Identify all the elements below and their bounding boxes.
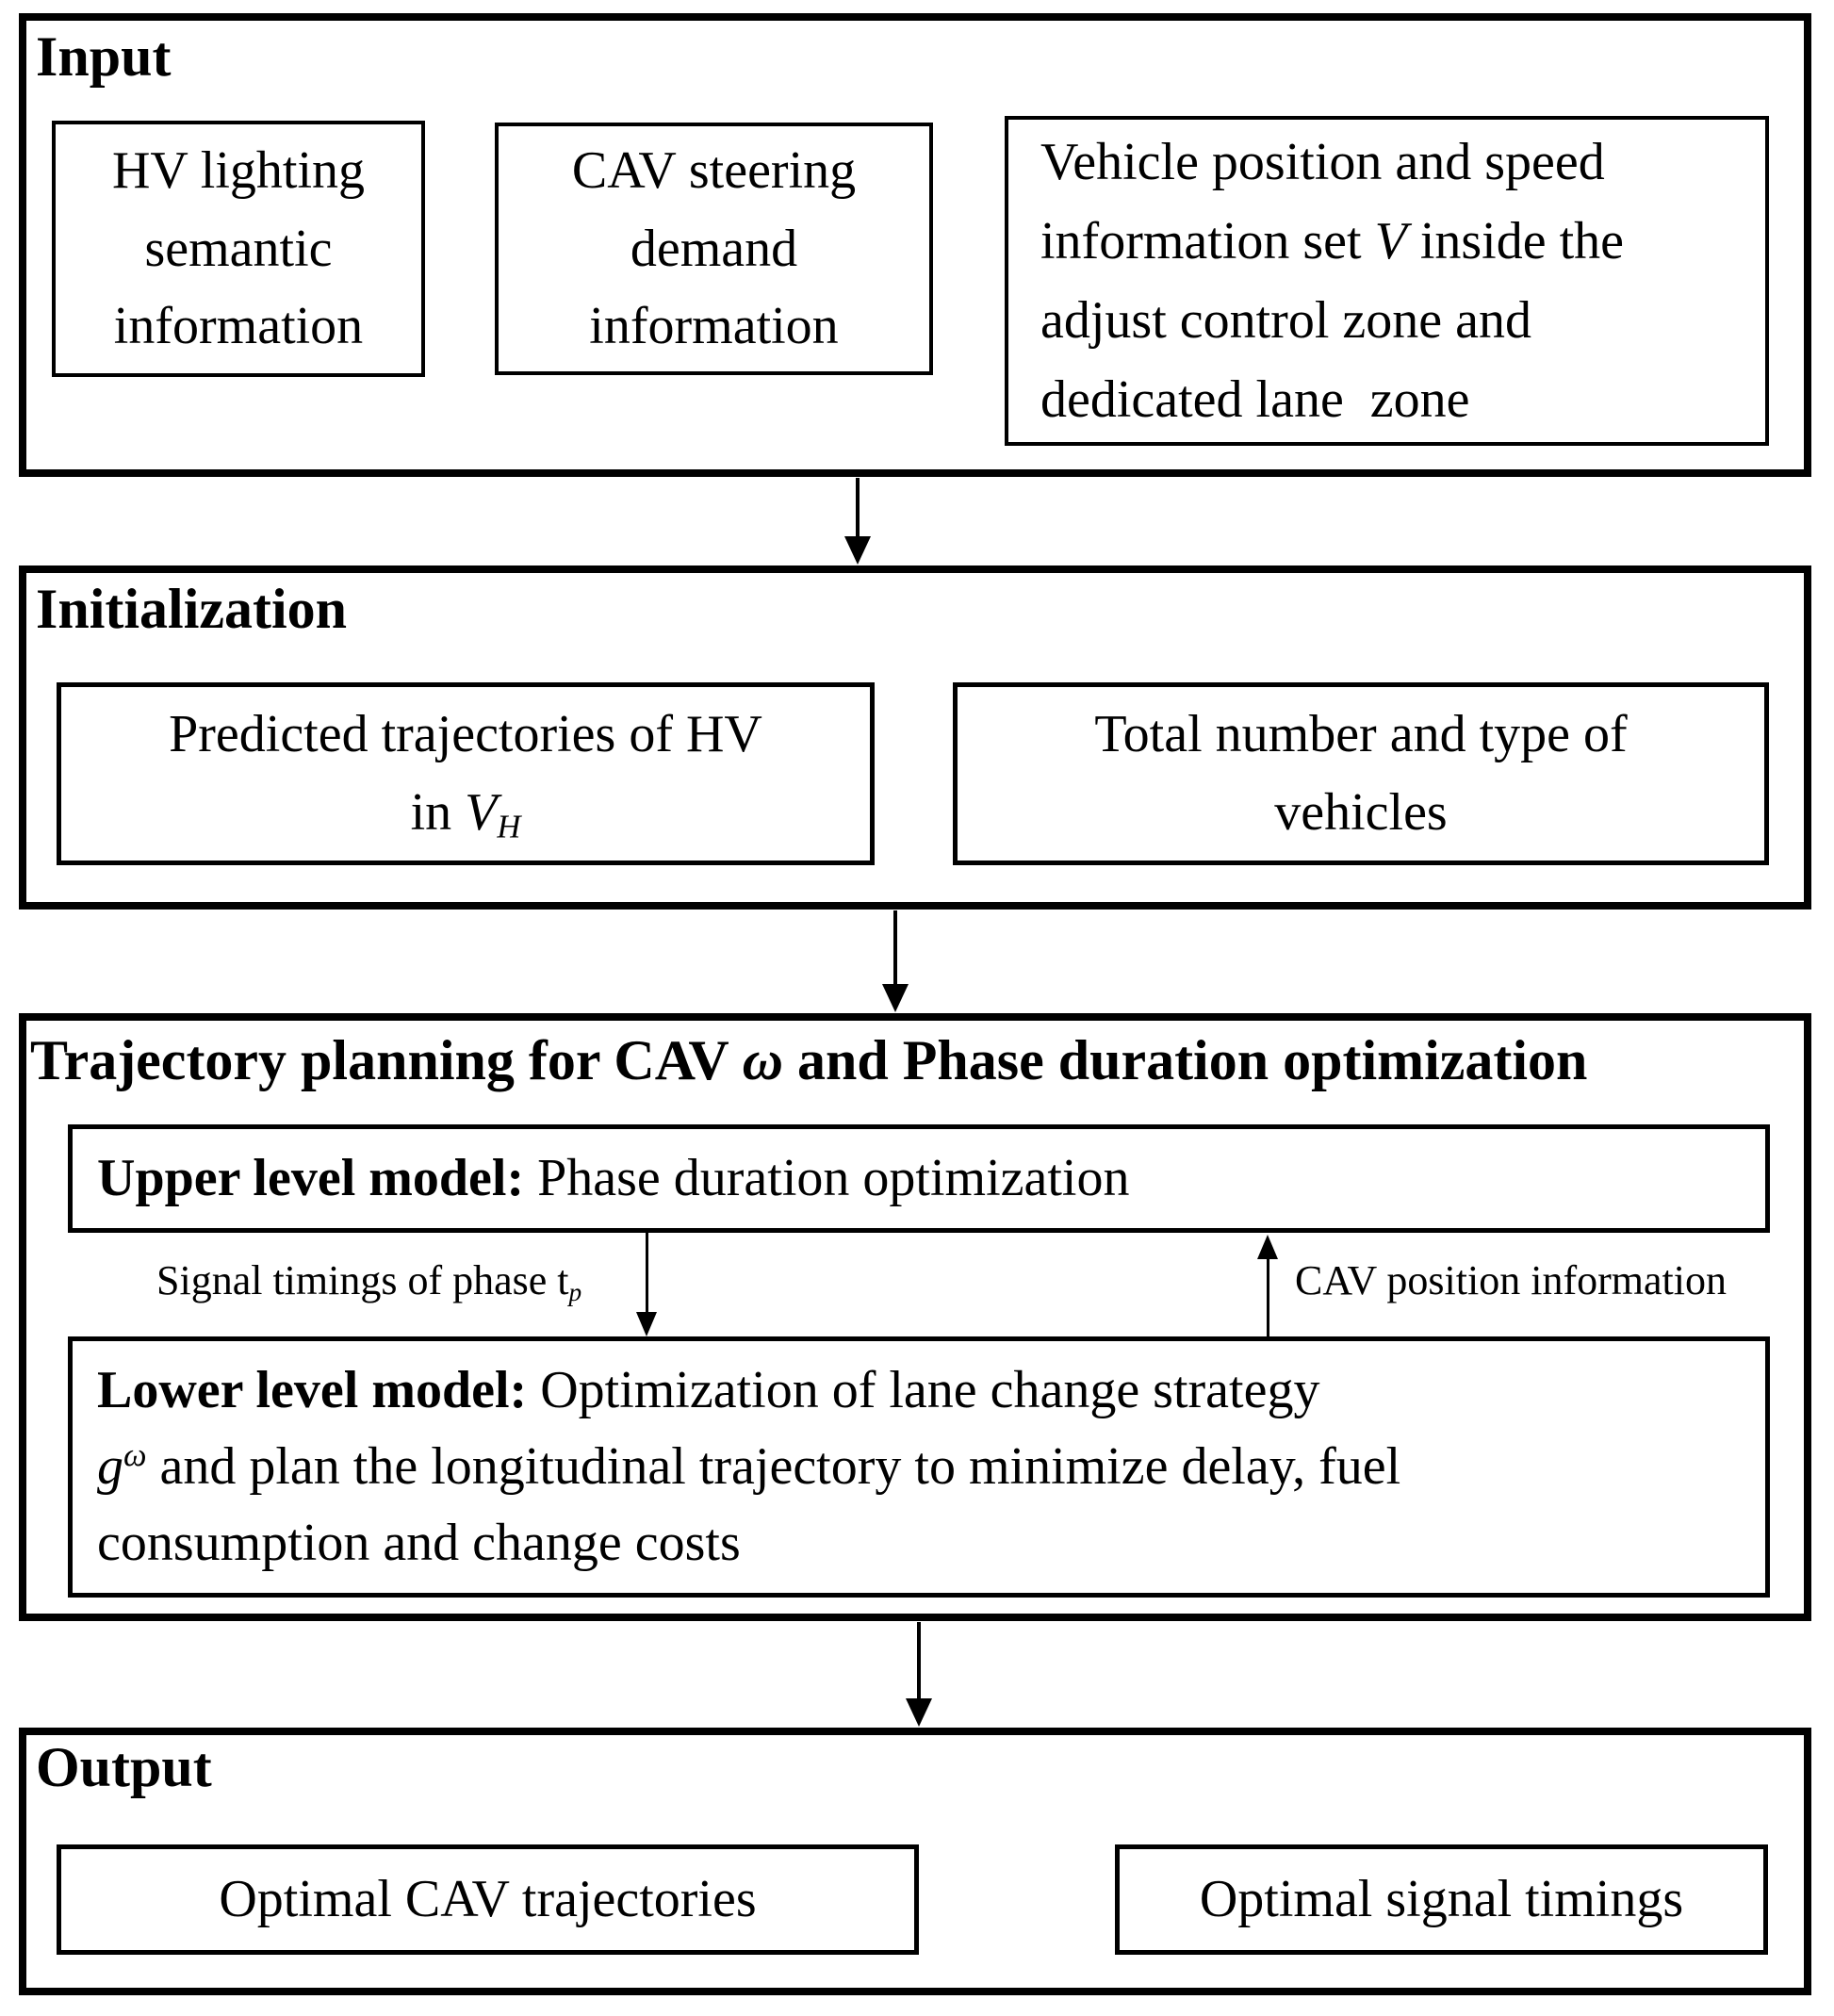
optimal-cav-trajectories-box: Optimal CAV trajectories bbox=[57, 1844, 919, 1955]
arrow-head-down-icon bbox=[882, 984, 909, 1012]
lower-level-model-box: Lower level model: Optimization of lane … bbox=[68, 1336, 1770, 1598]
trajectory-planning-title: Trajectory planning for CAV ω and Phase … bbox=[30, 1029, 1588, 1091]
arrow-stem bbox=[856, 478, 860, 536]
arrow-head-down-icon bbox=[844, 536, 871, 565]
trajectory-planning-section: Trajectory planning for CAV ω and Phase … bbox=[19, 1013, 1811, 1621]
lower-to-upper-arrow-icon bbox=[1256, 1235, 1279, 1336]
optimal-signal-timings-text: Optimal signal timings bbox=[1199, 1870, 1684, 1929]
output-section: Output Optimal CAV trajectories Optimal … bbox=[19, 1728, 1811, 1995]
input-title: Input bbox=[36, 25, 172, 88]
upper-to-lower-arrow-icon bbox=[635, 1233, 658, 1336]
optimal-cav-trajectories-text: Optimal CAV trajectories bbox=[219, 1870, 757, 1929]
arrow-stem bbox=[1266, 1259, 1269, 1336]
upper-level-model-box: Upper level model: Phase duration optimi… bbox=[68, 1124, 1770, 1233]
output-title: Output bbox=[36, 1736, 212, 1798]
arrow-stem bbox=[893, 910, 897, 984]
cav-position-label: CAV position information bbox=[1295, 1257, 1727, 1303]
upper-level-model-text: Upper level model: Phase duration optimi… bbox=[97, 1149, 1130, 1208]
arrow-head-down-icon bbox=[906, 1698, 932, 1727]
arrow-stem bbox=[645, 1233, 648, 1312]
trajectory-to-output-arrow-icon bbox=[906, 1622, 932, 1727]
optimal-signal-timings-box: Optimal signal timings bbox=[1115, 1844, 1768, 1955]
initialization-to-trajectory-arrow-icon bbox=[882, 910, 909, 1012]
arrow-head-up-icon bbox=[1257, 1235, 1278, 1259]
lower-level-model-text: Lower level model: Optimization of lane … bbox=[97, 1360, 1401, 1573]
arrow-stem bbox=[917, 1622, 921, 1698]
arrow-head-down-icon bbox=[636, 1312, 657, 1336]
signal-timings-label: Signal timings of phase tp bbox=[156, 1257, 582, 1306]
initialization-section: Initialization Predicted trajectories of… bbox=[19, 565, 1811, 910]
input-to-initialization-arrow-icon bbox=[844, 478, 871, 565]
initialization-title: Initialization bbox=[36, 578, 348, 640]
